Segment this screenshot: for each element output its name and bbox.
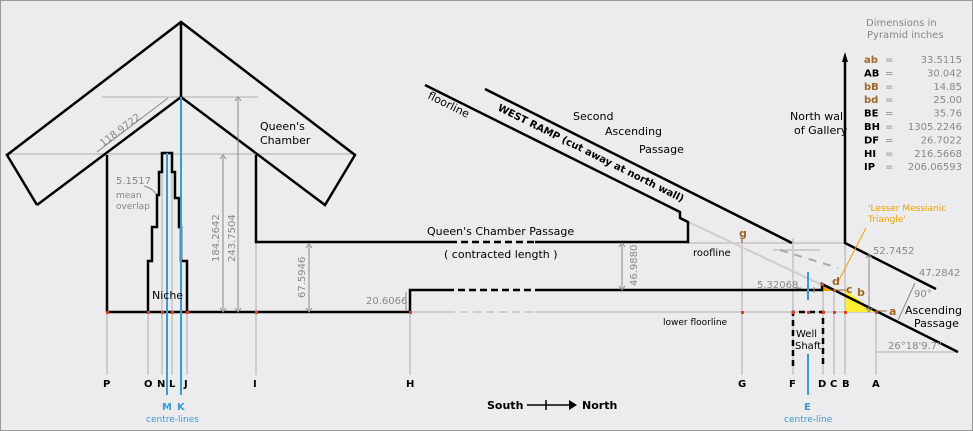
point-label-p: P xyxy=(103,379,110,390)
legend-value: 33.5115 xyxy=(921,55,962,66)
point-g: g xyxy=(739,227,747,240)
second-ascending-label-3: Passage xyxy=(639,143,684,156)
point-label-m: M xyxy=(162,402,172,413)
dim-184-label: 184.2642 xyxy=(211,214,222,262)
legend-value: 25.00 xyxy=(933,95,962,106)
legend-value: 1305.2246 xyxy=(908,122,962,133)
north-wall-arrow-head xyxy=(842,52,848,62)
lesser-triangle-label-1: 'Lesser Messianic xyxy=(868,204,946,214)
south-label: South xyxy=(487,399,523,412)
point-label-a: A xyxy=(872,379,880,390)
lesser-triangle-label-2: Triangle' xyxy=(867,215,906,225)
point-label-b: B xyxy=(842,379,850,390)
legend-key: BE xyxy=(864,109,879,120)
legend-key: ab xyxy=(864,55,878,66)
legend-equals: = xyxy=(885,109,893,120)
legend-value: 206.06593 xyxy=(908,162,962,173)
point-label-c: C xyxy=(830,379,837,390)
point-label-h: H xyxy=(406,379,414,390)
queens-chamber-passage-label: Queen's Chamber Passage xyxy=(427,225,574,238)
centre-lines-label: centre-lines xyxy=(146,415,199,425)
legend-key: DF xyxy=(864,135,879,146)
lower-floorline-label: lower floorline xyxy=(663,318,728,328)
legend-key: IP xyxy=(864,162,875,173)
point-label-d: D xyxy=(818,379,826,390)
legend-equals: = xyxy=(885,135,893,146)
legend-value: 26.7022 xyxy=(921,135,962,146)
point-label-i: I xyxy=(253,379,257,390)
legend-equals: = xyxy=(885,55,893,66)
well-shaft-label-1: Well xyxy=(796,329,817,340)
queens-chamber-label: Queen's xyxy=(260,120,305,133)
point-label-j: J xyxy=(183,379,188,390)
dimensions-legend: Dimensions in Pyramid inches ab = 33.5115A… xyxy=(864,18,962,173)
legend-key: bd xyxy=(864,95,878,106)
axis-point-labels: P O N L J I H G F D C B A M K E centre-l… xyxy=(103,379,880,425)
legend-value: 216.5668 xyxy=(914,149,962,160)
legend-value: 35.76 xyxy=(933,109,962,120)
north-label: North xyxy=(582,399,617,412)
point-label-f: F xyxy=(789,379,796,390)
queens-chamber-label-2: Chamber xyxy=(260,134,311,147)
point-label-l: L xyxy=(169,379,176,390)
well-shaft-label-2: Shaft xyxy=(795,341,821,352)
point-label-e: E xyxy=(804,402,811,413)
roofline-label: roofline xyxy=(693,248,731,259)
point-c: c xyxy=(846,283,853,296)
dim-20-label: 20.6066 xyxy=(366,296,407,307)
floor-points xyxy=(106,283,878,314)
point-label-k: K xyxy=(177,402,186,413)
overlap-label: mean xyxy=(116,191,142,201)
legend-equals: = xyxy=(885,68,893,79)
legend-key: bB xyxy=(864,82,879,93)
north-wall-label-1: North wall xyxy=(790,110,846,123)
legend-equals: = xyxy=(885,122,893,133)
dim-46-label: 46.9880 xyxy=(629,245,640,286)
north-wall-label-2: of Gallery xyxy=(794,124,848,137)
point-label-g: G xyxy=(738,379,746,390)
legend-title-2: Pyramid inches xyxy=(867,30,944,41)
angle-90-label: 90° xyxy=(914,289,932,300)
point-label-o: O xyxy=(144,379,153,390)
contracted-length-label: ( contracted length ) xyxy=(444,248,558,261)
direction-arrow-head xyxy=(569,400,577,410)
dim-67-label: 67.5946 xyxy=(297,257,308,298)
overlap-label-2: overlap xyxy=(116,202,150,212)
legend-value: 14.85 xyxy=(933,82,962,93)
point-b: b xyxy=(857,286,865,299)
ascending-passage-label-2: Passage xyxy=(914,317,959,330)
dim-5-label: 5.32068 xyxy=(757,280,798,291)
legend-key: HI xyxy=(864,149,876,160)
second-ascending-label-2: Ascending xyxy=(605,125,662,138)
dimension-arrows xyxy=(96,96,916,321)
dim-47-label: 47.2842 xyxy=(919,268,960,279)
dim-243-label: 243.7504 xyxy=(227,214,238,262)
ascent-angle-label: 26°18'9.7" xyxy=(888,341,942,352)
legend-equals: = xyxy=(885,95,893,106)
legend-equals: = xyxy=(885,149,893,160)
centre-line-label: centre-line xyxy=(784,415,833,425)
point-d: d xyxy=(832,275,840,288)
legend-title-1: Dimensions in xyxy=(866,18,937,29)
overlap-value: 5.1517 xyxy=(116,176,151,187)
dim-52-label: 52.7452 xyxy=(873,246,914,257)
legend-equals: = xyxy=(885,82,893,93)
legend-equals: = xyxy=(885,162,893,173)
niche-label: Niche xyxy=(152,289,183,302)
second-ascending-label-1: Second xyxy=(573,110,613,123)
point-label-n: N xyxy=(157,379,165,390)
legend-key: BH xyxy=(864,122,880,133)
lesser-triangle-leader xyxy=(837,227,867,283)
legend-key: AB xyxy=(864,68,879,79)
point-a: a xyxy=(889,305,896,318)
legend-value: 30.042 xyxy=(927,68,962,79)
ascending-passage-label-1: Ascending xyxy=(905,304,962,317)
structure xyxy=(5,20,959,366)
